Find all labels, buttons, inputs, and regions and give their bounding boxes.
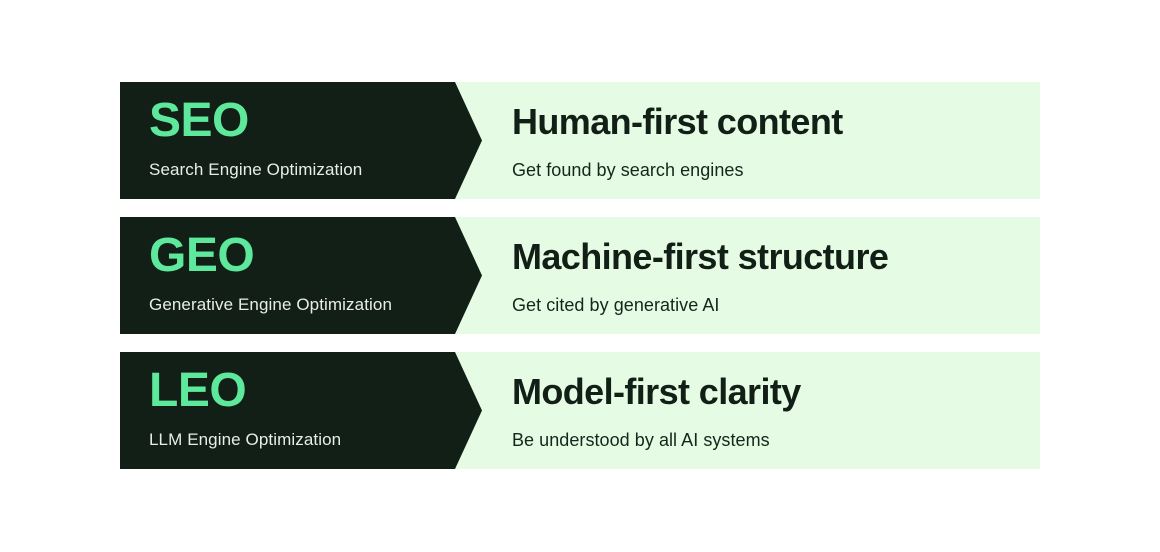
row-seo: SEO Search Engine Optimization Human-fir…: [120, 82, 1040, 199]
acronym-seo: SEO: [149, 94, 249, 147]
comparison-rows: SEO Search Engine Optimization Human-fir…: [120, 82, 1040, 469]
acronym-full-seo: Search Engine Optimization: [149, 160, 363, 179]
acronym-full-geo: Generative Engine Optimization: [149, 295, 393, 314]
headline-leo: Model-first clarity: [512, 371, 801, 412]
headline-seo: Human-first content: [512, 101, 843, 142]
row-leo: LEO LLM Engine Optimization Model-first …: [120, 352, 1040, 469]
arrow-panel-geo: GEO Generative Engine Optimization: [120, 217, 482, 334]
acronym-geo: GEO: [149, 229, 255, 282]
subline-seo: Get found by search engines: [512, 160, 744, 180]
headline-geo: Machine-first structure: [512, 236, 889, 277]
arrow-panel-leo: LEO LLM Engine Optimization: [120, 352, 482, 469]
subline-leo: Be understood by all AI systems: [512, 430, 770, 450]
arrow-panel-seo: SEO Search Engine Optimization: [120, 82, 482, 199]
acronym-full-leo: LLM Engine Optimization: [149, 430, 342, 449]
row-geo: GEO Generative Engine Optimization Machi…: [120, 217, 1040, 334]
subline-geo: Get cited by generative AI: [512, 295, 720, 315]
acronym-leo: LEO: [149, 364, 247, 417]
